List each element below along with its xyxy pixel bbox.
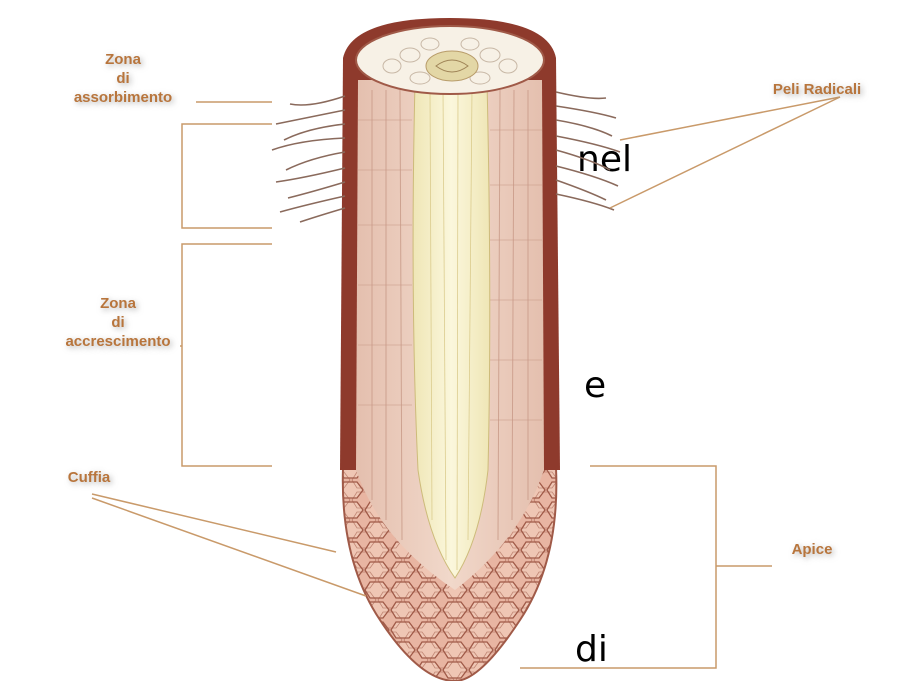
- label-apice: Apice: [772, 540, 852, 559]
- label-zona-accrescimento-line2: di: [48, 313, 188, 332]
- label-zona-accrescimento-line1: Zona: [48, 294, 188, 313]
- root-body: [340, 18, 560, 590]
- label-zona-assorbimento-line3: assorbimento: [58, 88, 188, 107]
- label-zona-assorbimento-line1: Zona: [58, 50, 188, 69]
- root-hairs-right: [556, 92, 620, 210]
- root-hairs-left: [272, 96, 345, 222]
- label-zona-assorbimento: Zona di assorbimento: [58, 50, 188, 107]
- label-zona-accrescimento: Zona di accrescimento: [48, 294, 188, 351]
- label-cuffia: Cuffia: [44, 468, 134, 487]
- label-zona-assorbimento-line2: di: [58, 69, 188, 88]
- label-zona-accrescimento-line3: accrescimento: [48, 332, 188, 351]
- label-peli-radicali: Peli Radicali: [752, 80, 882, 99]
